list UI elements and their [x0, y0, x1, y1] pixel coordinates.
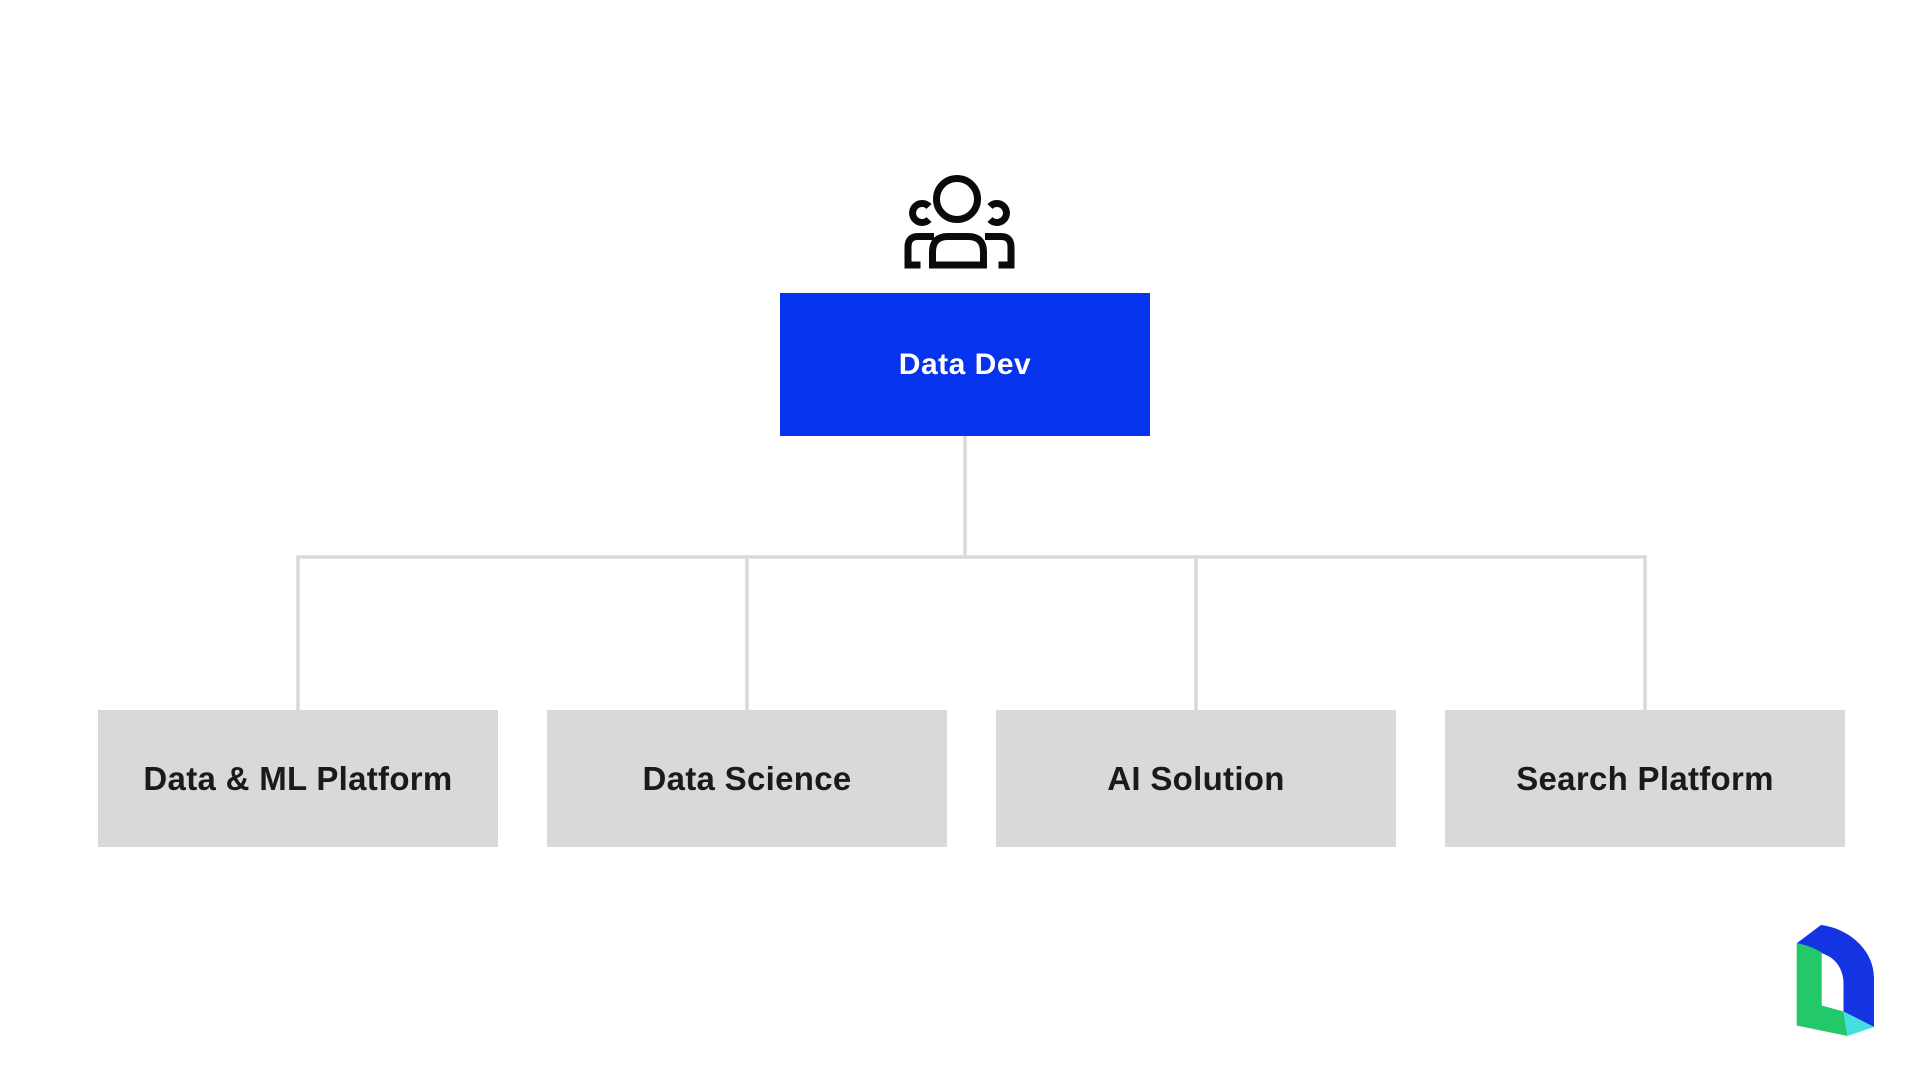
center-person-head [933, 175, 981, 223]
org-node-root[interactable]: Data Dev [780, 293, 1150, 436]
org-node-ai-solution[interactable]: AI Solution [996, 710, 1396, 847]
org-node-search-platform[interactable]: Search Platform [1445, 710, 1845, 847]
org-node-label: AI Solution [1107, 759, 1285, 797]
logo-cyan-face [1843, 1011, 1874, 1036]
right-person-torso [985, 233, 1015, 269]
children-connector-bracket [296, 555, 1647, 710]
org-node-data-science[interactable]: Data Science [547, 710, 947, 847]
logo-counter-hole [1821, 953, 1844, 1012]
org-node-label: Search Platform [1516, 759, 1774, 797]
center-person-torso [929, 233, 987, 269]
org-node-data-ml-platform[interactable]: Data & ML Platform [98, 710, 498, 847]
logo-blue-face [1796, 925, 1874, 1027]
org-node-label: Data & ML Platform [143, 759, 453, 797]
people-group-icon [904, 175, 1015, 269]
org-node-label: Data Science [642, 759, 852, 797]
d-brand-logo [1796, 925, 1874, 1036]
org-node-root-label: Data Dev [898, 347, 1032, 381]
right-person-head [987, 200, 1010, 226]
left-person-head [909, 200, 932, 226]
left-person-torso [904, 233, 934, 269]
